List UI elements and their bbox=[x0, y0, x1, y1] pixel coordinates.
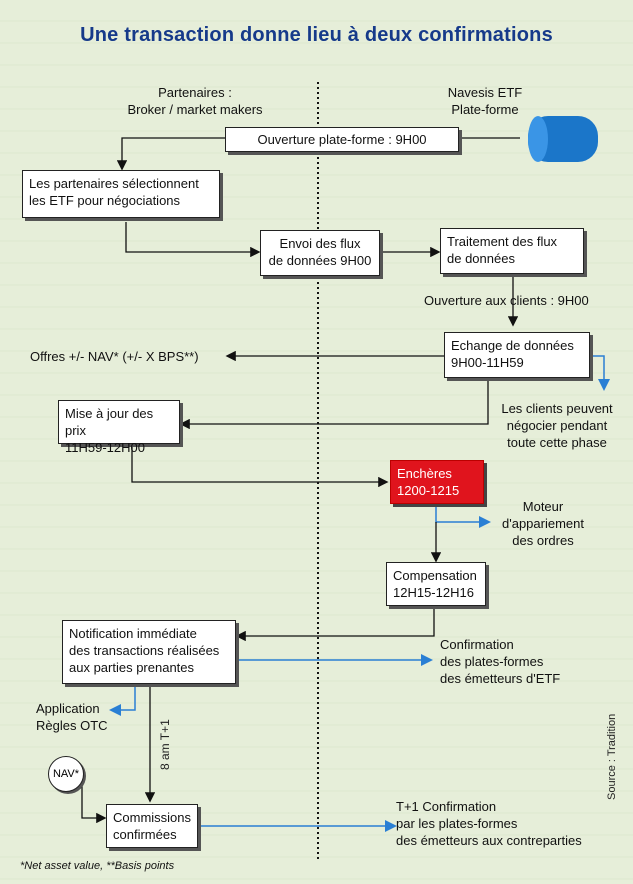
clients-line3: toute cette phase bbox=[507, 435, 607, 450]
confirm-line3: des émetteurs d'ETF bbox=[440, 671, 561, 686]
arrow-compensation-to-notification bbox=[235, 598, 435, 642]
navesis-header: Navesis ETF Plate-forme bbox=[420, 84, 550, 118]
exchange-line2: 9H00-11H59 bbox=[451, 355, 524, 370]
navesis-header-line1: Navesis ETF bbox=[447, 85, 523, 100]
commissions-box: Commissions confirmées bbox=[106, 804, 198, 848]
platform-cylinder-icon bbox=[528, 116, 598, 162]
t1-confirm-line3: des émetteurs aux contreparties bbox=[396, 833, 582, 848]
arrow-open-to-select bbox=[116, 137, 225, 171]
otc-rules-note: Application Règles OTC bbox=[36, 700, 108, 734]
partners-select-line2: les ETF pour négociations bbox=[29, 193, 181, 208]
otc-line2: Règles OTC bbox=[36, 718, 108, 733]
partners-header-line2: Broker / market makers bbox=[127, 102, 263, 117]
send-flux-box: Envoi des flux de données 9H00 bbox=[260, 230, 380, 276]
send-flux-line1: Envoi des flux bbox=[279, 236, 361, 251]
compensation-box: Compensation 12H15-12H16 bbox=[386, 562, 486, 606]
arrow-select-to-send bbox=[125, 222, 261, 258]
partners-select-box: Les partenaires sélectionnent les ETF po… bbox=[22, 170, 220, 218]
compensation-line2: 12H15-12H16 bbox=[393, 585, 474, 600]
t1-time-label: 8 am T+1 bbox=[158, 719, 172, 770]
matching-engine-note: Moteur d'appariement des ordres bbox=[488, 498, 598, 549]
arrow-exchange-to-clients bbox=[590, 355, 610, 391]
nav-text: NAV* bbox=[52, 768, 80, 780]
notif-line2: des transactions réalisées bbox=[69, 643, 220, 658]
offers-label: Offres +/- NAV* (+/- X BPS**) bbox=[30, 349, 199, 364]
arrow-nav-to-commissions bbox=[81, 786, 107, 824]
confirm-line2: des plates-formes bbox=[440, 654, 544, 669]
treatment-line2: de données bbox=[447, 251, 515, 266]
update-line1: Mise à jour des prix bbox=[65, 406, 154, 438]
engine-line1: Moteur bbox=[522, 499, 564, 514]
send-flux-line2: de données 9H00 bbox=[268, 253, 372, 268]
auction-line1: Enchères bbox=[397, 466, 452, 481]
open-clients-label: Ouverture aux clients : 9H00 bbox=[424, 293, 589, 308]
engine-line2: d'appariement bbox=[502, 516, 584, 531]
price-update-box: Mise à jour des prix 11H59-12H00 bbox=[58, 400, 180, 455]
commissions-line2: confirmées bbox=[113, 827, 177, 842]
arrow-update-to-auction bbox=[131, 442, 389, 488]
open-platform-box: Ouverture plate-forme : 9H00 bbox=[225, 127, 459, 152]
arrow-auction-to-engine bbox=[435, 502, 491, 528]
navesis-header-line2: Plate-forme bbox=[451, 102, 519, 117]
otc-line1: Application bbox=[36, 701, 100, 716]
arrow-exchange-to-update bbox=[179, 376, 489, 430]
diagram-title: Une transaction donne lieu à deux confir… bbox=[80, 24, 553, 46]
exchange-line1: Echange de données bbox=[451, 338, 574, 353]
engine-line3: des ordres bbox=[512, 533, 574, 548]
arrow-notification-to-otc bbox=[109, 686, 136, 716]
auction-line2: 1200-1215 bbox=[397, 483, 460, 498]
open-platform-text: Ouverture plate-forme : 9H00 bbox=[257, 132, 427, 147]
platform-confirmation-note: Confirmation des plates-formes des émett… bbox=[440, 636, 560, 687]
footnote: *Net asset value, **Basis points bbox=[20, 860, 175, 872]
clients-note: Les clients peuvent négocier pendant tou… bbox=[482, 400, 632, 451]
exchange-box: Echange de données 9H00-11H59 bbox=[444, 332, 590, 378]
t1-confirm-line2: par les plates-formes bbox=[396, 816, 518, 831]
compensation-line1: Compensation bbox=[393, 568, 477, 583]
t1-confirm-line1: T+1 Confirmation bbox=[396, 799, 497, 814]
treatment-line1: Traitement des flux bbox=[447, 234, 558, 249]
clients-line1: Les clients peuvent bbox=[501, 401, 613, 416]
update-line2: 11H59-12H00 bbox=[65, 440, 145, 455]
notification-box: Notification immédiate des transactions … bbox=[62, 620, 236, 684]
auction-box: Enchères 1200-1215 bbox=[390, 460, 484, 504]
t1-confirmation-note: T+1 Confirmation par les plates-formes d… bbox=[396, 798, 582, 849]
notif-line3: aux parties prenantes bbox=[69, 660, 195, 675]
nav-circle: NAV* bbox=[48, 756, 84, 792]
partners-header-line1: Partenaires : bbox=[158, 85, 232, 100]
partners-select-line1: Les partenaires sélectionnent bbox=[29, 176, 199, 191]
clients-line2: négocier pendant bbox=[506, 418, 608, 433]
commissions-line1: Commissions bbox=[113, 810, 192, 825]
treatment-box: Traitement des flux de données bbox=[440, 228, 584, 274]
confirm-line1: Confirmation bbox=[440, 637, 514, 652]
source-label: Source : Tradition bbox=[606, 713, 618, 800]
partners-header: Partenaires : Broker / market makers bbox=[120, 84, 270, 118]
notif-line1: Notification immédiate bbox=[69, 626, 197, 641]
